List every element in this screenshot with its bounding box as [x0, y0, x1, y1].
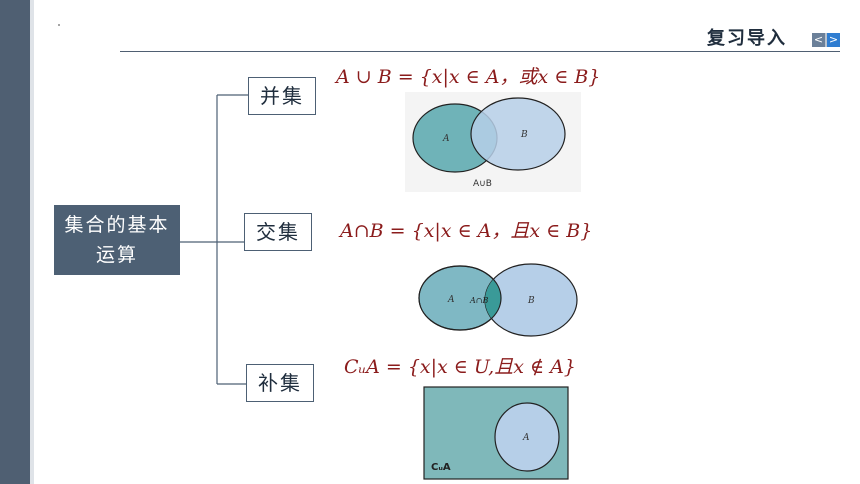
branch-complement: 补集	[246, 364, 314, 402]
intersection-label-mid: A∩B	[469, 296, 488, 305]
union-formula: A ∪ B = {x|x ∈ A，或x ∈ B}	[336, 66, 601, 88]
union-label-a: A	[442, 134, 450, 144]
intersection-formula: A∩B = {x|x ∈ A，且x ∈ B}	[340, 220, 593, 242]
complement-formula: CᵤA = {x|x ∈ U,且x ∉ A}	[344, 356, 576, 378]
root-node: 集合的基本运算	[54, 205, 180, 275]
intersection-label-a: A	[447, 295, 455, 305]
complement-venn-diagram: A CᵤA	[423, 386, 569, 480]
prev-slide-button[interactable]: <	[812, 33, 825, 47]
decorative-dot	[58, 24, 60, 26]
complement-set-a	[494, 402, 560, 472]
intersection-label-b: B	[527, 296, 535, 306]
complement-caption: CᵤA	[431, 462, 451, 473]
union-venn-diagram: A B A∪B	[405, 92, 581, 192]
page-title: 复习导入	[707, 28, 787, 49]
sidebar-accent	[30, 0, 34, 484]
branch-union: 并集	[248, 77, 316, 115]
left-sidebar-bar	[0, 0, 30, 484]
intersection-venn-diagram: A B A∩B	[418, 263, 578, 337]
union-set-b	[470, 97, 566, 171]
next-slide-button[interactable]: >	[827, 33, 840, 47]
complement-label-a: A	[522, 433, 530, 443]
branch-intersection: 交集	[244, 213, 312, 251]
header-divider	[120, 51, 840, 52]
slide-nav: < >	[812, 33, 840, 47]
union-caption: A∪B	[473, 179, 492, 189]
union-label-b: B	[520, 130, 528, 140]
